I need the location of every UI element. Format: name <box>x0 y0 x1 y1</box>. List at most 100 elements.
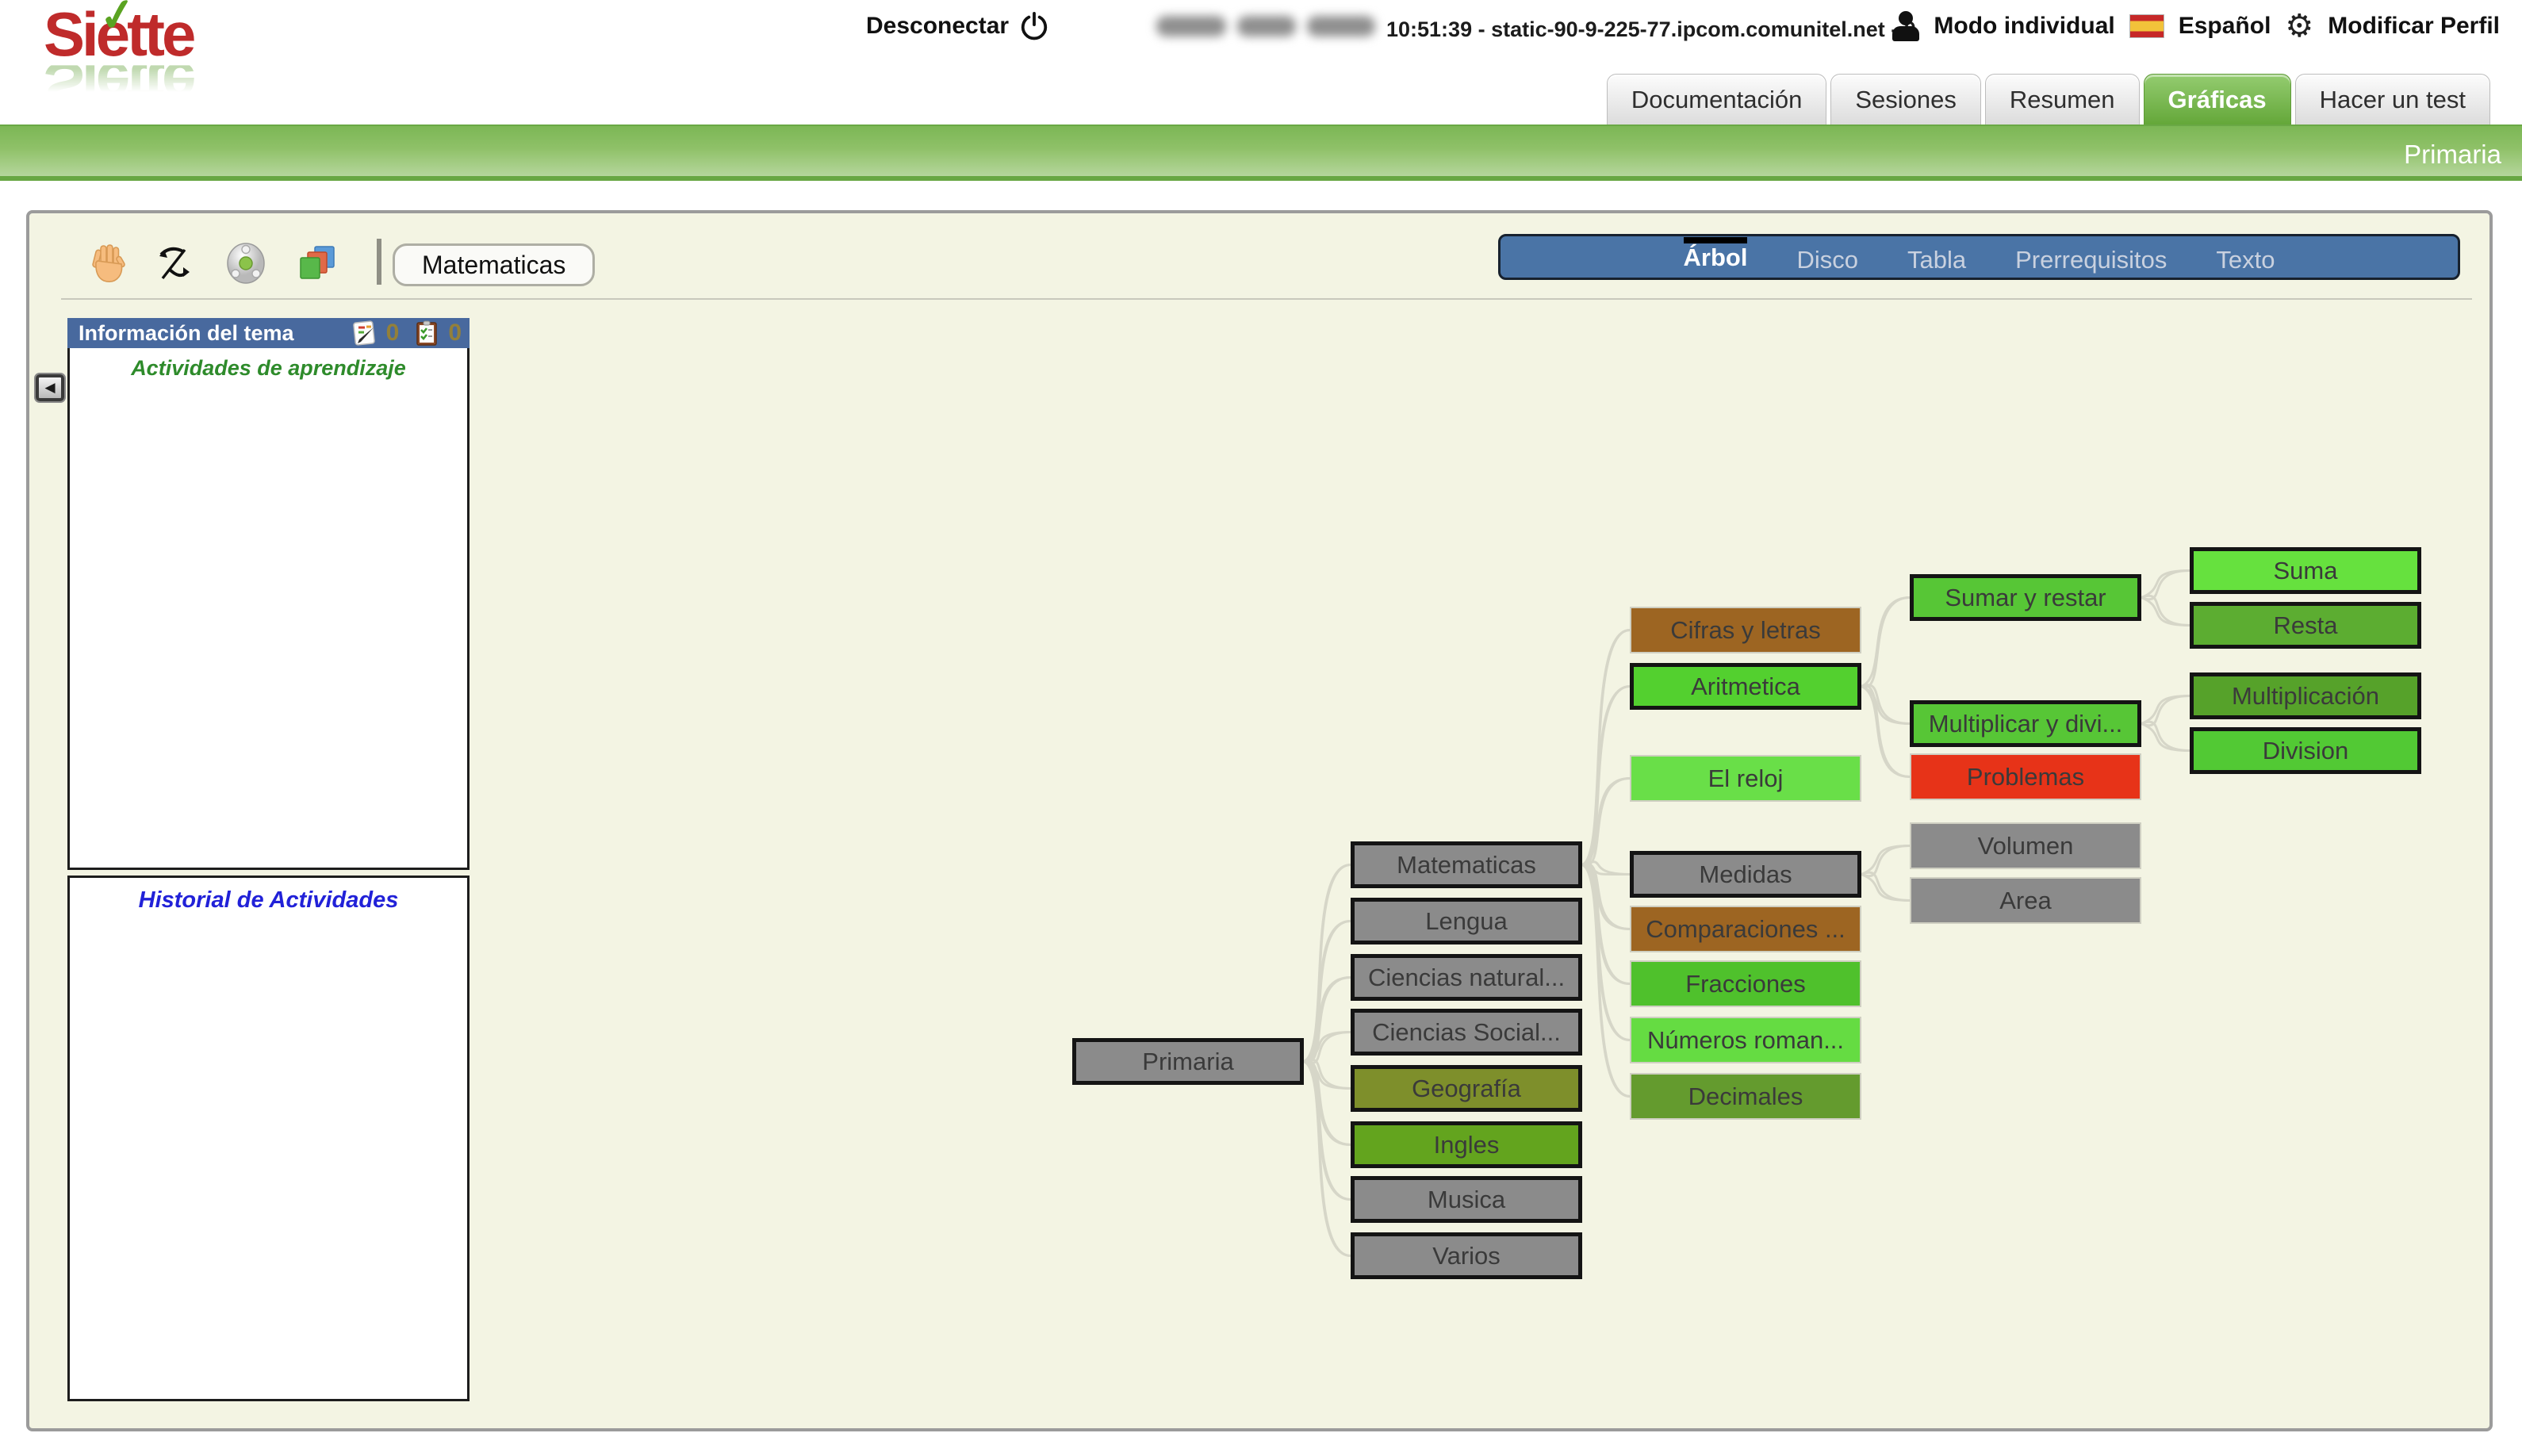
tab-documentacion[interactable]: Documentación <box>1606 74 1827 125</box>
tree-edge <box>1303 976 1351 1063</box>
learning-activities-box: Actividades de aprendizaje <box>67 348 470 870</box>
tree-edge <box>1303 864 1351 1063</box>
tree-edge <box>1303 864 1351 1063</box>
tree-node-primaria[interactable]: Primaria <box>1072 1038 1304 1085</box>
user-name-blurred <box>1156 16 1375 36</box>
tree-node-ingles[interactable]: Ingles <box>1351 1121 1582 1168</box>
tree-node-ciencias-soc[interactable]: Ciencias Social... <box>1351 1009 1582 1056</box>
tree-edge <box>1581 629 1631 866</box>
category-title: Primaria <box>2404 140 2501 169</box>
tree-node-medidas[interactable]: Medidas <box>1630 851 1861 898</box>
breadcrumb-bar: Primaria <box>0 125 2522 181</box>
tree-edge <box>2141 596 2190 626</box>
viewtab-texto[interactable]: Texto <box>2216 245 2275 274</box>
tab-sesiones[interactable]: Sesiones <box>1830 74 1981 125</box>
tree-edge <box>1861 873 1911 902</box>
tree-node-volumen[interactable]: Volumen <box>1910 822 2141 869</box>
hand-icon[interactable] <box>86 242 129 285</box>
viewtab-prerrequisitos[interactable]: Prerrequisitos <box>2015 245 2167 274</box>
tree-node-area[interactable]: Area <box>1910 877 2141 924</box>
tree-edge <box>2141 695 2190 725</box>
logout-button[interactable]: Desconectar <box>866 13 1010 39</box>
rotate-arrows-icon[interactable] <box>153 242 196 285</box>
tree-edge <box>1303 1060 1351 1257</box>
topic-button[interactable]: Matematicas <box>393 243 596 286</box>
tree-edge <box>1861 685 1911 778</box>
tree-edge <box>1581 685 1631 867</box>
tree-edge <box>1303 1059 1351 1257</box>
mode-toggle[interactable]: Modo individual <box>1934 13 2115 39</box>
viewtab-arbol[interactable]: Árbol <box>1683 236 1748 270</box>
logo-check-icon: ✓ <box>95 0 140 42</box>
tree-edge <box>1861 596 1911 688</box>
spain-flag-icon[interactable] <box>2129 14 2164 38</box>
tree-node-division[interactable]: Division <box>2190 727 2421 774</box>
tree-edge <box>2141 594 2190 626</box>
tree-edge <box>1581 685 1631 866</box>
tree-edge <box>1581 864 1631 985</box>
tree-node-geografia[interactable]: Geografía <box>1351 1065 1582 1112</box>
viewtab-tabla[interactable]: Tabla <box>1907 245 1967 274</box>
tree-node-romanos[interactable]: Números roman... <box>1630 1017 1861 1063</box>
edit-profile-link[interactable]: Modificar Perfil <box>2328 13 2500 39</box>
tree-node-problemas[interactable]: Problemas <box>1910 753 2141 800</box>
tests-icon <box>413 320 440 347</box>
power-icon[interactable] <box>1019 11 1049 41</box>
tree-node-matematicas[interactable]: Matematicas <box>1351 841 1582 888</box>
logo-text: Siette <box>44 0 196 69</box>
tree-edge <box>1581 864 1631 930</box>
tree-edge <box>1303 1060 1351 1146</box>
tree-node-musica[interactable]: Musica <box>1351 1176 1582 1223</box>
tree-edge <box>1303 1058 1351 1090</box>
language-selector[interactable]: Español <box>2178 13 2271 39</box>
tree-node-multiplicacion[interactable]: Multiplicación <box>2190 672 2421 719</box>
tree-node-fracciones[interactable]: Fracciones <box>1630 960 1861 1007</box>
toolbar-rule <box>61 298 2472 300</box>
tree-edge <box>1303 1031 1351 1064</box>
tree-edge <box>1861 684 1911 725</box>
tree-edge <box>1581 864 1631 1098</box>
tree-edge <box>1303 920 1351 1063</box>
tree-node-cifras[interactable]: Cifras y letras <box>1630 607 1861 653</box>
top-bar: Siette ✓ Siette Desconectar 10:51:39 - s… <box>0 0 2522 125</box>
tree-node-resta[interactable]: Resta <box>2190 602 2421 649</box>
tree-node-multiplicar[interactable]: Multiplicar y divi... <box>1910 700 2141 747</box>
tree-node-suma[interactable]: Suma <box>2190 547 2421 594</box>
gear-icon[interactable]: ⚙ <box>2285 8 2314 44</box>
tree-edge <box>1861 845 1911 878</box>
radial-view-icon[interactable] <box>224 242 267 285</box>
layers-icon[interactable] <box>296 242 339 285</box>
tree-edge <box>2141 720 2190 752</box>
toolbar-divider <box>377 239 381 285</box>
tree-edge <box>1861 845 1911 876</box>
tree-edge <box>2141 695 2190 727</box>
tree-edge <box>1581 863 1631 985</box>
tab-resumen[interactable]: Resumen <box>1984 74 2140 125</box>
tree-edge <box>1303 1060 1351 1090</box>
tree-edge <box>1581 777 1631 866</box>
tree-node-decimales[interactable]: Decimales <box>1630 1073 1861 1120</box>
session-info-text: 10:51:39 - static-90-9-225-77.ipcom.comu… <box>1386 17 1916 41</box>
tree-node-comparaciones[interactable]: Comparaciones ... <box>1630 906 1861 952</box>
topic-info-header: Información del tema 0 0 <box>67 318 470 348</box>
tree-node-varios[interactable]: Varios <box>1351 1232 1582 1279</box>
tab-hacer-un-test[interactable]: Hacer un test <box>2294 74 2490 125</box>
tab-graficas[interactable]: Gráficas <box>2143 74 2291 125</box>
content-frame: Matematicas Árbol Disco Tabla Prerrequisito… <box>26 210 2493 1431</box>
tree-edge <box>2141 569 2190 601</box>
tree-edge <box>1303 1031 1351 1063</box>
tree-edge <box>1861 684 1911 778</box>
tree-node-sumar[interactable]: Sumar y restar <box>1910 574 2141 621</box>
tree-node-reloj[interactable]: El reloj <box>1630 755 1861 802</box>
tree-edge <box>1581 864 1631 876</box>
tree-node-aritmetica[interactable]: Aritmetica <box>1630 663 1861 710</box>
tree-edge <box>1581 862 1631 930</box>
tests-count: 0 <box>448 320 462 346</box>
logo-reflection: Siette <box>44 49 194 120</box>
siette-logo[interactable]: Siette ✓ Siette <box>44 0 297 122</box>
viewtab-disco[interactable]: Disco <box>1796 245 1858 274</box>
tree-node-lengua[interactable]: Lengua <box>1351 898 1582 944</box>
collapse-panel-button[interactable]: ◀ <box>36 374 64 401</box>
tree-edge <box>1861 596 1911 688</box>
tree-node-ciencias-nat[interactable]: Ciencias natural... <box>1351 954 1582 1001</box>
